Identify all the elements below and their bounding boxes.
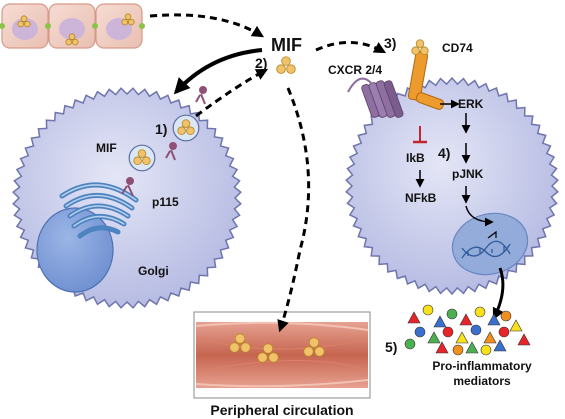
mif-tile-1: [17, 15, 31, 28]
mif-vesicle-2: [128, 144, 156, 172]
step-1-label: 1): [155, 121, 168, 137]
golgi-label: Golgi: [138, 264, 169, 278]
p115-label: p115: [152, 195, 179, 209]
dna-helix-icon: [461, 240, 511, 259]
peripheral-circulation-label: Peripheral circulation: [210, 402, 354, 418]
mif-bound-cd74: [411, 39, 429, 56]
step-3-label: 3): [384, 35, 397, 51]
ikb-label: IkB: [406, 151, 425, 165]
mif-vessel-3: [303, 337, 325, 357]
mediator-3: [446, 308, 458, 320]
mediator-19: [480, 344, 492, 356]
mediator-8: [414, 326, 426, 338]
mediator-11: [455, 331, 469, 344]
mif-molecules: [17, 13, 429, 363]
pro-inflammatory-label: Pro-inflammatory: [432, 359, 532, 373]
mediator-20: [493, 339, 507, 352]
mediator-2: [433, 315, 447, 328]
nucleus: [36, 207, 114, 293]
mediator-18: [465, 341, 479, 354]
p115-icon: [121, 86, 207, 197]
blood-vessel: [193, 311, 371, 399]
pjnk-label: pJNK: [452, 167, 484, 181]
mediators-label: mediators: [453, 374, 511, 388]
golgi-apparatus: [59, 182, 139, 239]
nfkb-label: NFkB: [405, 191, 437, 205]
mediator-22: [517, 333, 531, 346]
mediator-16: [435, 341, 449, 354]
mediator-0: [407, 311, 421, 324]
mif-tile-3: [121, 13, 135, 26]
mif-label: MIF: [271, 35, 302, 55]
pathway-arrows: [149, 13, 505, 333]
cxcr-label: CXCR 2/4: [328, 63, 383, 77]
mediator-10: [442, 326, 454, 338]
step-4-label: 4): [438, 145, 451, 161]
epithelial-cells: [0, 3, 145, 49]
mediator-9: [427, 331, 441, 344]
mediator-12: [470, 324, 482, 336]
mif-molecule-center: [276, 56, 296, 74]
pro-inflammatory-mediators: [404, 304, 531, 356]
cd74-label: CD74: [442, 41, 473, 55]
mediator-5: [474, 306, 486, 318]
mediator-17: [452, 344, 464, 356]
mif-vessel-1: [229, 333, 251, 353]
mediator-13: [483, 331, 497, 344]
mediator-14: [498, 326, 510, 338]
mediator-7: [500, 310, 512, 322]
mediator-4: [459, 313, 473, 326]
step-5-label: 5): [385, 339, 398, 355]
mif-vessel-2: [257, 343, 279, 363]
producing-cell: [12, 87, 242, 309]
mif-vesicle-1: [172, 114, 200, 142]
mediator-1: [422, 304, 434, 316]
target-cell: [345, 76, 559, 296]
mif-tile-2: [65, 33, 79, 46]
mif-small-label: MIF: [96, 141, 117, 155]
step-2-label: 2): [255, 55, 268, 71]
mediator-15: [509, 319, 523, 332]
mediator-6: [487, 313, 501, 326]
mediator-21: [404, 338, 416, 350]
erk-label: ERK: [458, 97, 484, 111]
cxcr-receptor: [347, 77, 404, 118]
